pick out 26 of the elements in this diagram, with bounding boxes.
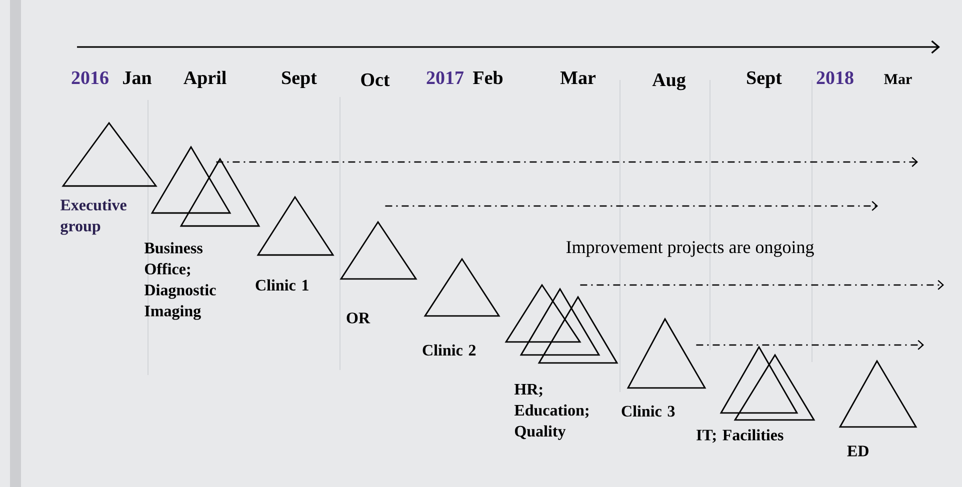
- group-label: Executive group: [60, 199, 126, 235]
- month-label: Oct: [361, 73, 390, 86]
- month-label: Sept: [747, 71, 782, 88]
- month-label: Sept: [282, 71, 317, 88]
- group-label: Clinic 1: [256, 279, 308, 291]
- month-label: Mar: [560, 72, 596, 84]
- year-label: 2017: [426, 71, 464, 84]
- group-label: OR: [346, 312, 370, 324]
- group-label: Clinic 2: [422, 344, 476, 356]
- note-text: Improvement projects are ongoing: [566, 241, 814, 257]
- month-label: Jan: [123, 72, 152, 84]
- year-label: 2018: [816, 71, 854, 84]
- dash-dot-arrow: [696, 340, 924, 350]
- group-label: IT; Facilities: [696, 429, 784, 443]
- year-label: 2016: [72, 71, 108, 84]
- month-label: Aug: [652, 73, 686, 90]
- group-label: HR; Education; Quality: [514, 384, 588, 440]
- month-label: Feb: [473, 70, 503, 84]
- dash-dot-arrow: [216, 157, 918, 167]
- month-label: Mar: [884, 74, 912, 84]
- dash-dot-arrow: [580, 280, 944, 290]
- group-label: Clinic 3: [622, 405, 675, 417]
- group-label: Business Office; Diagnostic Imaging: [144, 242, 216, 320]
- group-label: ED: [847, 446, 868, 456]
- month-label: April: [184, 70, 226, 88]
- dash-dot-arrow: [385, 201, 878, 211]
